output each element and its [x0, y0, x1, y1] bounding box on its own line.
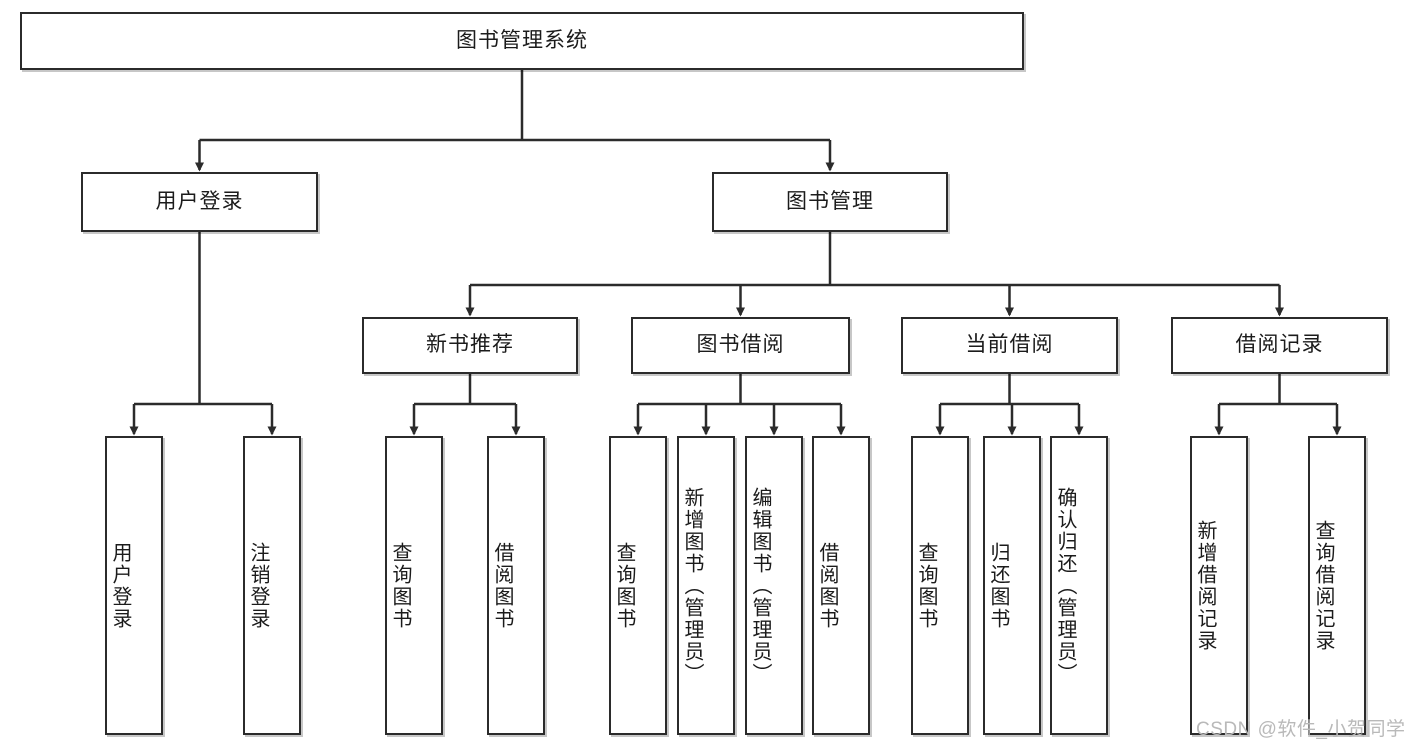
- node-label: 注销登录: [247, 541, 269, 630]
- node-leaf-user-login[interactable]: 用户登录: [105, 436, 163, 735]
- node-leaf-nb-borrow[interactable]: 借阅图书: [487, 436, 545, 735]
- node-leaf-re-query[interactable]: 查询借阅记录: [1308, 436, 1366, 735]
- node-leaf-re-add[interactable]: 新增借阅记录: [1190, 436, 1248, 735]
- node-label: 查询图书: [389, 541, 411, 630]
- node-leaf-bo-borrow[interactable]: 借阅图书: [812, 436, 870, 735]
- watermark: CSDN @软件_小贺同学: [1196, 719, 1405, 740]
- node-label: 新增图书（管理员）: [681, 486, 703, 685]
- node-label: 用户登录: [109, 541, 131, 630]
- node-label: 查询图书: [915, 541, 937, 630]
- node-label: 归还图书: [987, 541, 1009, 630]
- node-label: 查询图书: [613, 541, 635, 630]
- node-leaf-bo-add[interactable]: 新增图书（管理员）: [677, 436, 735, 735]
- node-current[interactable]: 当前借阅: [901, 317, 1118, 374]
- node-leaf-cu-return[interactable]: 归还图书: [983, 436, 1041, 735]
- node-label: 确认归还（管理员）: [1054, 486, 1076, 685]
- node-leaf-nb-query[interactable]: 查询图书: [385, 436, 443, 735]
- node-label: 借阅图书: [491, 541, 513, 630]
- node-root[interactable]: 图书管理系统: [20, 12, 1024, 70]
- node-label: 查询借阅记录: [1312, 519, 1334, 652]
- node-records[interactable]: 借阅记录: [1171, 317, 1388, 374]
- node-label: 图书管理系统: [456, 28, 588, 52]
- node-borrow[interactable]: 图书借阅: [631, 317, 850, 374]
- node-label: 图书借阅: [696, 333, 785, 357]
- node-label: 借阅记录: [1235, 333, 1324, 357]
- node-leaf-bo-edit[interactable]: 编辑图书（管理员）: [745, 436, 803, 735]
- node-label: 编辑图书（管理员）: [749, 486, 771, 685]
- node-label: 当前借阅: [965, 333, 1054, 357]
- node-label: 图书管理: [786, 189, 874, 213]
- node-label: 新增借阅记录: [1194, 519, 1216, 652]
- node-label: 用户登录: [155, 189, 244, 213]
- node-leaf-cu-query[interactable]: 查询图书: [911, 436, 969, 735]
- node-leaf-cu-confirm[interactable]: 确认归还（管理员）: [1050, 436, 1108, 735]
- node-leaf-bo-query[interactable]: 查询图书: [609, 436, 667, 735]
- node-newbook[interactable]: 新书推荐: [362, 317, 578, 374]
- node-leaf-user-logout[interactable]: 注销登录: [243, 436, 301, 735]
- node-bookmgmt[interactable]: 图书管理: [712, 172, 948, 232]
- edge-layer: [129, 70, 1342, 436]
- node-login[interactable]: 用户登录: [81, 172, 318, 232]
- node-label: 借阅图书: [816, 541, 838, 630]
- node-label: 新书推荐: [426, 333, 514, 357]
